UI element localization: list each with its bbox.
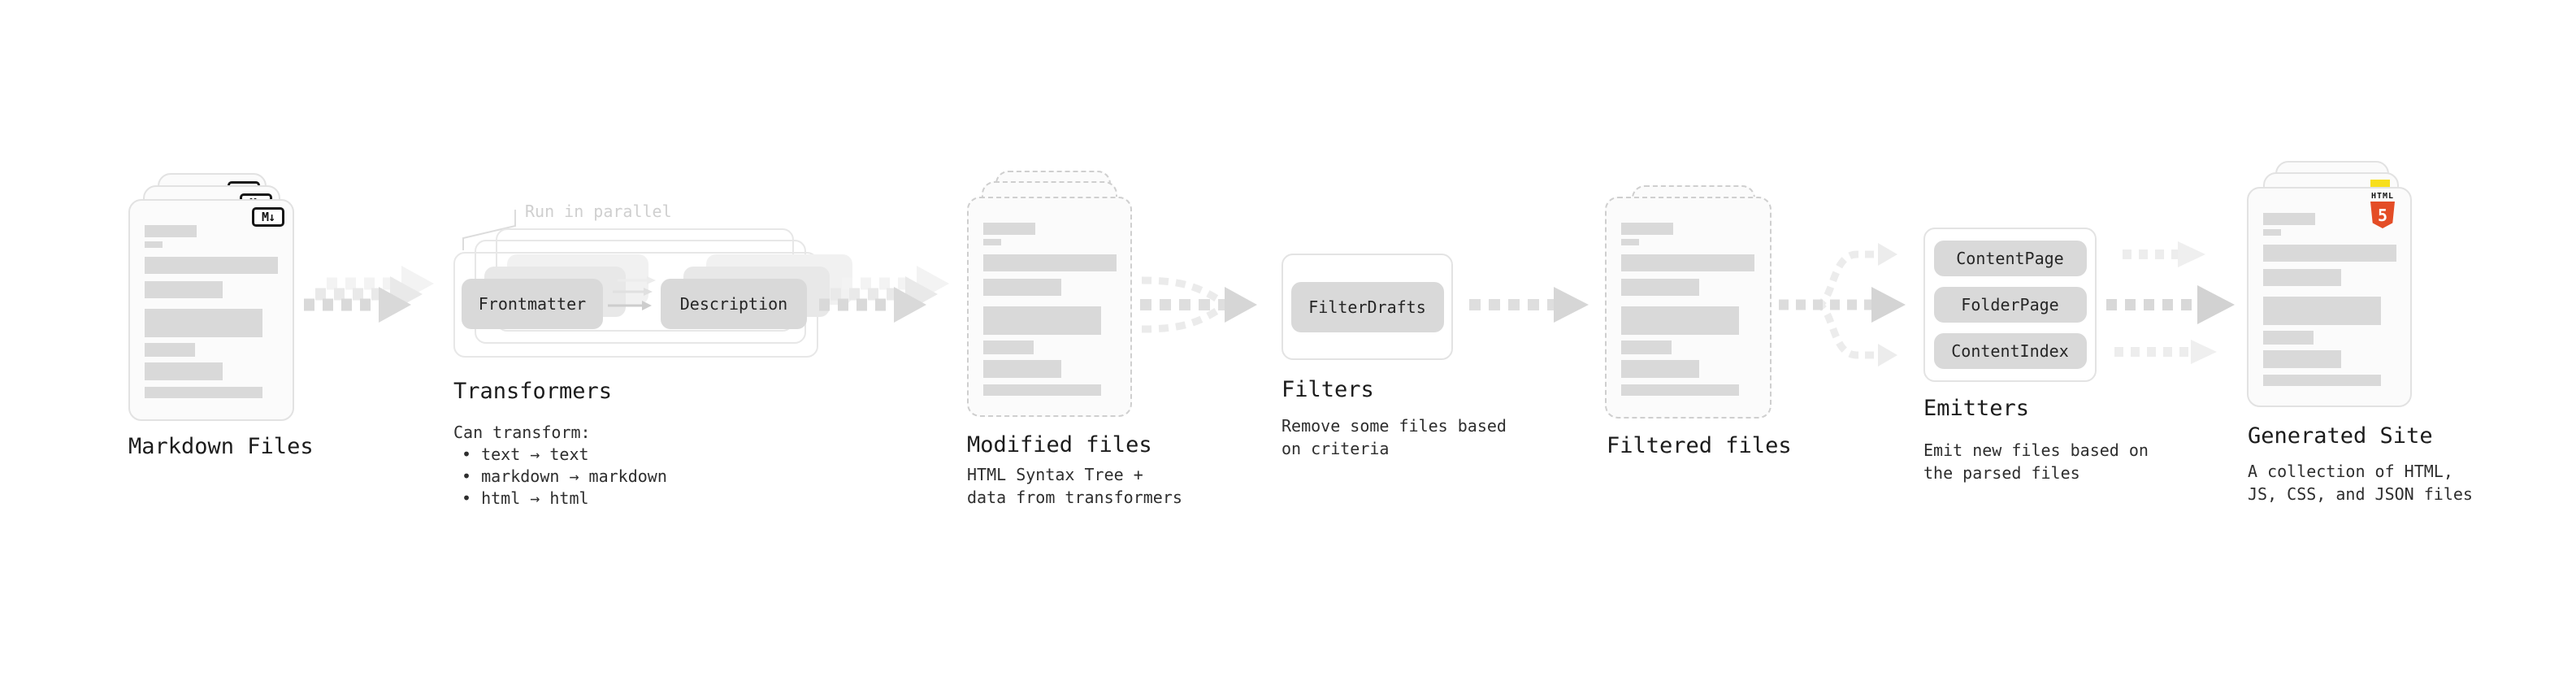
arrow-emitters-to-site [2106, 241, 2235, 364]
skeleton-bar [145, 362, 223, 380]
document-card: M↓ [128, 199, 294, 421]
skeleton-bar [983, 223, 1035, 235]
parallel-arrows [608, 276, 656, 310]
document-card-dashed [967, 197, 1132, 417]
filters-caption: Remove some files based on criteria [1281, 414, 1507, 460]
html5-icon-shield: 5 [2370, 202, 2395, 228]
filters-title: Filters [1281, 377, 1374, 402]
document-skeleton [1621, 223, 1754, 396]
caption-line: data from transformers [967, 488, 1182, 507]
skeleton-bar [145, 309, 262, 337]
skeleton-bar [2263, 375, 2381, 386]
bullet-line: • html → html [462, 488, 589, 508]
caption-line: Remove some files based [1281, 416, 1507, 436]
generated-site-title: Generated Site [2248, 423, 2433, 449]
skeleton-bar [1621, 384, 1739, 396]
caption-line: the parsed files [1923, 463, 2080, 483]
skeleton-bar [145, 241, 163, 248]
modified-files-title: Modified files [967, 432, 1152, 458]
js-icon [2370, 180, 2390, 189]
run-in-parallel-annotation: Run in parallel [525, 202, 672, 221]
skeleton-bar [2263, 297, 2381, 325]
arrow-modified-to-filters [1140, 276, 1257, 333]
arrow-filters-to-filtered [1469, 287, 1589, 323]
contentpage-pill: ContentPage [1933, 241, 2087, 276]
skeleton-bar [1621, 223, 1673, 235]
document-card: HTML 5 [2247, 187, 2412, 407]
skeleton-bar [1621, 360, 1699, 378]
document-skeleton [145, 225, 278, 398]
skeleton-bar [983, 254, 1117, 271]
skeleton-bar [145, 281, 223, 298]
html5-icon: HTML 5 [2365, 193, 2400, 228]
transformers-title: Transformers [453, 379, 613, 404]
skeleton-bar [983, 340, 1034, 354]
description-pill: Description [661, 279, 807, 329]
skeleton-bar [1621, 279, 1699, 296]
arrow-filtered-to-emitters [1779, 243, 1906, 367]
frontmatter-pill: Frontmatter [462, 279, 603, 329]
skeleton-bar [2263, 245, 2396, 262]
skeleton-bar [983, 279, 1061, 296]
transformers-caption: Can transform: [453, 423, 591, 442]
caption-line: HTML Syntax Tree + [967, 465, 1143, 484]
arrow-transformers-to-modified [819, 266, 949, 323]
skeleton-bar [2263, 269, 2341, 286]
skeleton-bar [2263, 213, 2315, 225]
skeleton-bar [145, 343, 195, 357]
filtered-files-title: Filtered files [1607, 433, 1792, 458]
caption-line: on criteria [1281, 439, 1390, 458]
markdown-icon: M↓ [252, 207, 284, 227]
filterdrafts-pill: FilterDrafts [1290, 281, 1444, 332]
annotation-connector-line [462, 210, 516, 250]
caption-line: A collection of HTML, [2248, 462, 2453, 481]
contentindex-pill: ContentIndex [1933, 333, 2087, 369]
skeleton-bar [145, 387, 262, 398]
skeleton-bar [1621, 254, 1754, 271]
skeleton-bar [1621, 340, 1672, 354]
skeleton-bar [145, 225, 197, 237]
document-card-dashed [1605, 197, 1772, 419]
skeleton-bar [2263, 331, 2314, 345]
filters-box: FilterDrafts [1281, 254, 1453, 360]
caption-line: Emit new files based on [1923, 440, 2149, 460]
skeleton-bar [983, 384, 1101, 396]
folderpage-pill: FolderPage [1933, 287, 2087, 323]
markdown-files-title: Markdown Files [128, 434, 314, 459]
caption-line: JS, CSS, and JSON files [2248, 484, 2473, 504]
arrow-markdown-to-transformers [304, 266, 434, 323]
document-skeleton [2263, 213, 2396, 386]
skeleton-bar [1621, 306, 1739, 335]
emitters-box: ContentPage FolderPage ContentIndex [1923, 228, 2097, 382]
modified-files-caption: HTML Syntax Tree + data from transformer… [967, 463, 1182, 509]
skeleton-bar [983, 360, 1061, 378]
skeleton-bar [2263, 229, 2281, 236]
skeleton-bar [1621, 239, 1639, 245]
skeleton-bar [983, 306, 1101, 335]
emitters-title: Emitters [1923, 396, 2030, 421]
transformers-bullet-list: • text → text • markdown → markdown • ht… [462, 444, 667, 510]
bullet-line: • text → text [462, 445, 589, 464]
generated-site-caption: A collection of HTML, JS, CSS, and JSON … [2248, 460, 2473, 505]
document-skeleton [983, 223, 1117, 396]
emitters-caption: Emit new files based on the parsed files [1923, 439, 2149, 484]
skeleton-bar [145, 257, 278, 274]
bullet-line: • markdown → markdown [462, 466, 667, 486]
skeleton-bar [2263, 350, 2341, 368]
skeleton-bar [983, 239, 1001, 245]
html5-icon-label: HTML [2370, 192, 2395, 201]
